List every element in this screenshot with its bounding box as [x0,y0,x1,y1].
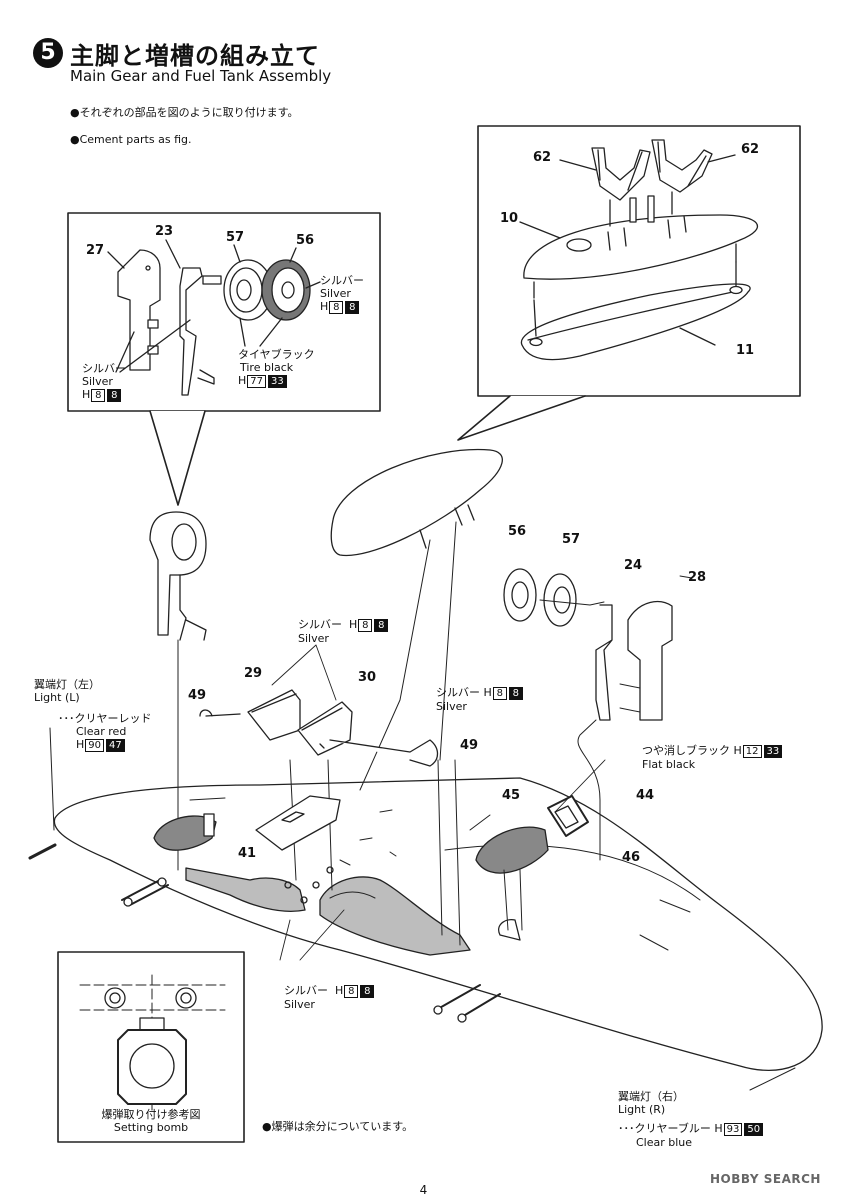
part-57-inset: 57 [226,230,245,245]
part-45: 45 [502,788,521,803]
part-62-right: 62 [741,142,760,157]
part-62-left: 62 [533,150,552,165]
bombs [153,795,589,941]
part-30: 30 [358,670,377,685]
part-56-inset: 56 [296,233,315,248]
setting-bomb-caption: 爆弾取り付け参考図 Setting bomb [101,1108,201,1134]
leader-lines [271,575,693,961]
part-46: 46 [622,850,641,865]
part-49-left: 49 [188,688,207,703]
light-left-label: 翼端灯（左） Light (L) [34,678,100,704]
wing [28,727,823,1091]
part-29: 29 [244,666,263,681]
step-title-jp: 主脚と増槽の組み立て [70,42,320,70]
inset-setting-bomb [57,951,245,1143]
cement-note-en: ●Cement parts as fig. [70,133,192,146]
part-56-right: 56 [508,524,527,539]
small-parts [121,877,501,1023]
inset-fuel-tank [457,125,801,441]
part-49-right: 49 [460,738,479,753]
watermark-hobby-search: HOBBY SEARCH [710,1172,821,1186]
part-27: 27 [86,243,105,258]
part-44: 44 [636,788,655,803]
inset-main-gear [67,212,381,506]
part-10: 10 [500,211,519,226]
part-28: 28 [688,570,707,585]
bay-plate [255,795,341,851]
gear-covers [199,689,439,891]
part-41: 41 [238,846,257,861]
extra-bombs-note: ●爆弾は余分についています。 [262,1120,414,1133]
page-number: 4 [419,1183,428,1197]
cement-note-jp: ●それぞれの部品を図のように取り付けます。 [70,106,299,119]
fuel-tank-mounted [330,448,503,946]
part-57-right: 57 [562,532,581,547]
part-11: 11 [736,343,755,358]
right-gear-parts [503,568,673,861]
part-24: 24 [624,558,643,573]
part-23: 23 [155,224,174,239]
step-title-en: Main Gear and Fuel Tank Assembly [70,67,332,85]
left-gear-assembled [149,511,207,871]
step-number-badge: 5 [33,38,63,68]
light-right-label: 翼端灯（右） Light (R) [618,1090,684,1116]
